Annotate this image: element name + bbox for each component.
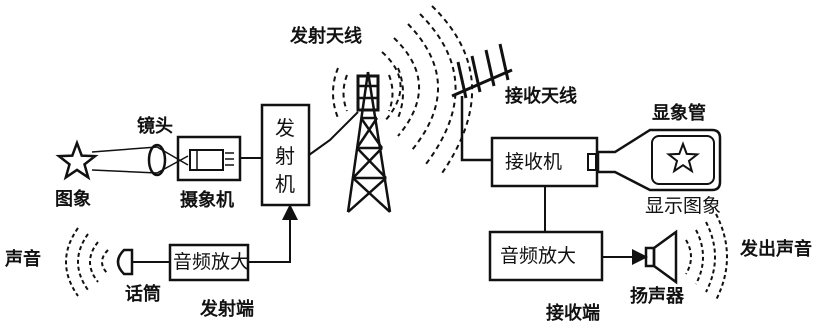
microphone-icon: [116, 248, 134, 276]
sound-out-label: 发出声音: [740, 239, 812, 260]
speaker-icon: [644, 229, 678, 285]
image-label: 图象: [55, 189, 91, 210]
display-star-icon: [665, 141, 701, 174]
light-rays: [91, 146, 189, 174]
rx-end-label: 接收端: [546, 303, 600, 324]
tx-audio-amp-label: 音频放大: [173, 251, 250, 273]
transmit-tower-icon: [346, 71, 392, 213]
picture-tube-icon: [596, 128, 722, 192]
object-star-icon: [55, 139, 99, 181]
picture-tube-label: 显象管: [652, 103, 706, 124]
sound-in-waves: [65, 227, 109, 297]
speaker-label: 扬声器: [630, 286, 684, 307]
camera-label: 摄象机: [180, 190, 234, 211]
camera-icon: [176, 135, 262, 182]
radio-waves: [332, 5, 474, 177]
display-image-label: 显示图象: [645, 195, 722, 217]
lens-icon: [147, 143, 167, 177]
receive-antenna-label: 接收天线: [505, 86, 577, 107]
receiver-label: 接收机: [505, 151, 563, 173]
rx-audio-amp-label: 音频放大: [500, 245, 577, 267]
sound-label: 声音: [5, 249, 41, 270]
tx-end-label: 发射端: [200, 299, 254, 320]
transmit-antenna-label: 发射天线: [290, 26, 362, 47]
lens-label: 镜头: [137, 116, 173, 137]
transmitter-label: 发射机: [275, 116, 295, 196]
microphone-label: 话筒: [125, 284, 161, 305]
receive-antenna-icon: [451, 43, 513, 162]
sound-out-waves: [685, 213, 728, 301]
